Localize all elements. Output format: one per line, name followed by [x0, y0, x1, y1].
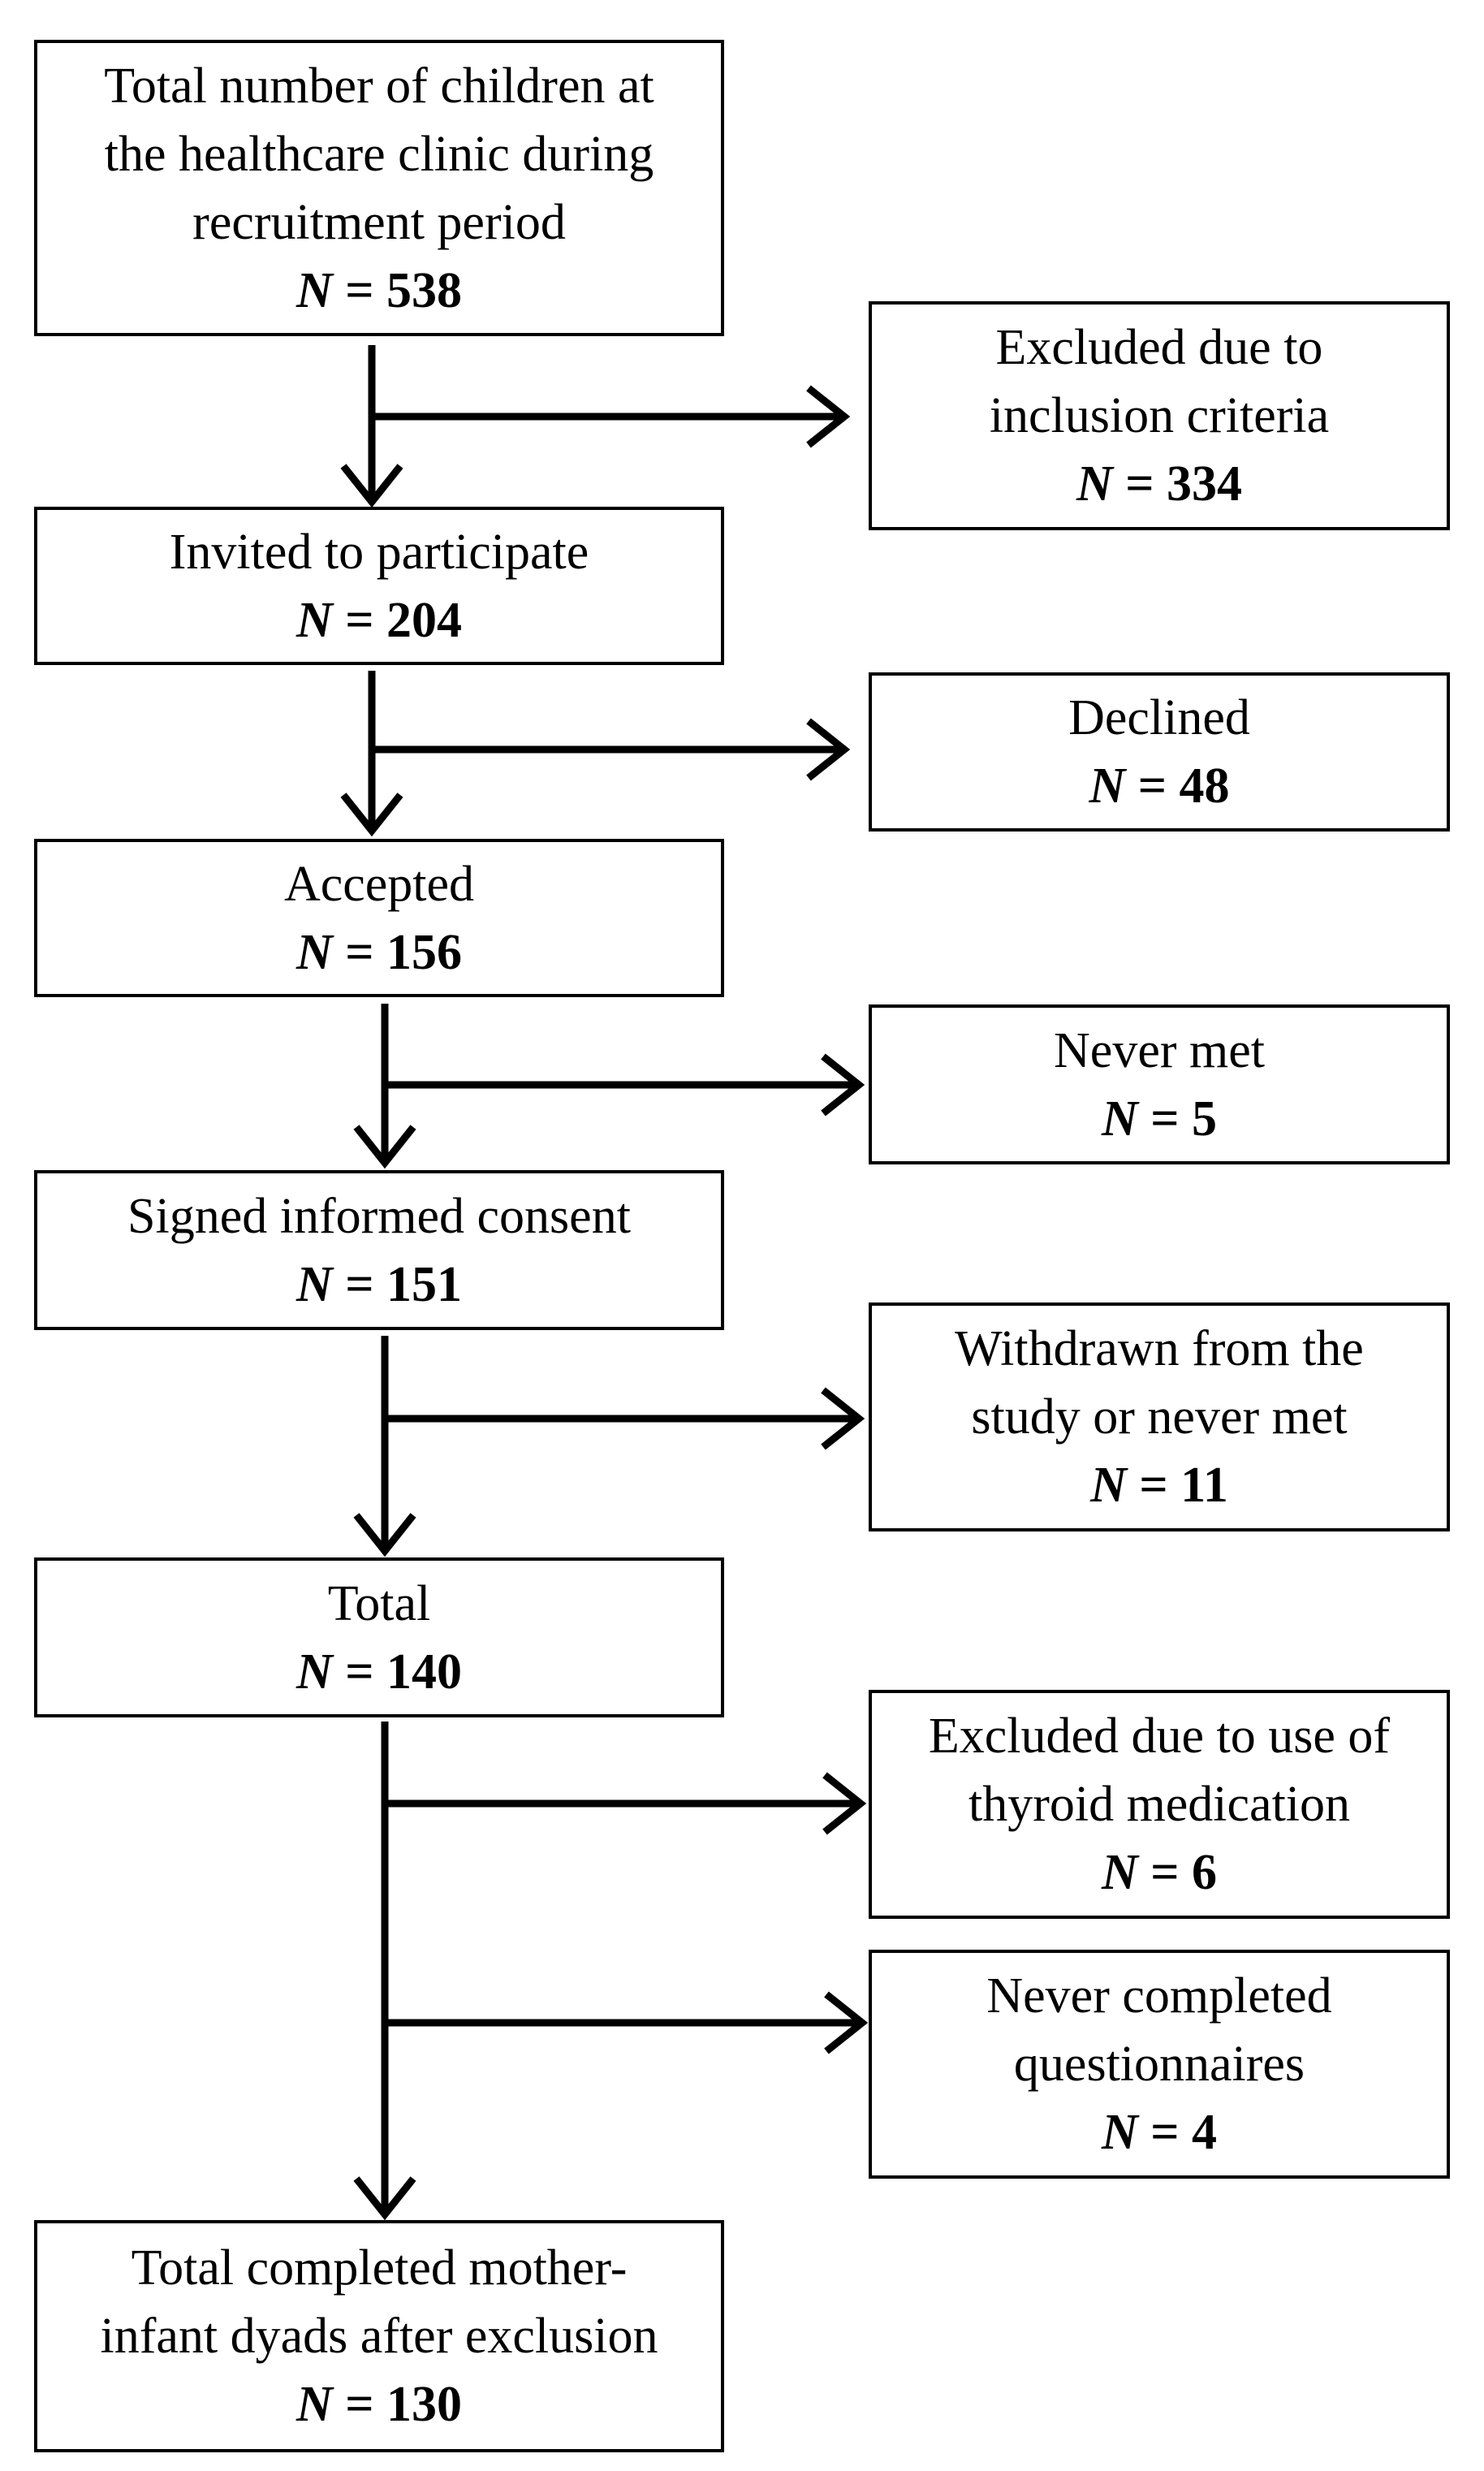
count-symbol: N [296, 262, 333, 318]
arrowhead-main-4 [353, 1125, 416, 1169]
box-excluded-thyroid: Excluded due to use of thyroid medicatio… [869, 1690, 1450, 1919]
box-text-line: Never completed [986, 1968, 1332, 2024]
count-symbol: N [1101, 1845, 1138, 1900]
arrowhead-side-2 [806, 718, 851, 781]
count-symbol: N [1101, 1091, 1138, 1147]
box-text-line: the healthcare clinic during [104, 126, 654, 182]
count-symbol: N [1101, 2105, 1138, 2160]
count-value: = 204 [332, 592, 463, 648]
box-text-line: Excluded due to use of [928, 1709, 1391, 1764]
box-excluded-inclusion: Excluded due to inclusion criteria N = 3… [869, 301, 1450, 530]
box-accepted: Accepted N = 156 [34, 839, 724, 997]
box-total-children: Total number of children at the healthca… [34, 40, 724, 336]
participant-count: N = 140 [296, 1638, 462, 1706]
count-value: = 6 [1137, 1845, 1218, 1900]
count-symbol: N [296, 924, 333, 980]
box-text-line: Total [327, 1575, 431, 1631]
count-value: = 4 [1137, 2105, 1218, 2160]
box-text-line: infant dyads after exclusion [100, 2309, 658, 2364]
count-symbol: N [296, 1256, 333, 1312]
count-value: = 151 [332, 1256, 463, 1312]
box-text-line: recruitment period [192, 194, 566, 250]
participant-count: N = 130 [296, 2370, 462, 2439]
arrowhead-side-3 [821, 1053, 865, 1117]
box-text-line: questionnaires [1013, 2037, 1305, 2092]
box-text-line: Invited to participate [169, 524, 589, 580]
box-text-line: Withdrawn from the [955, 1321, 1364, 1376]
arrowhead-side-5 [822, 1772, 867, 1835]
participant-count: N = 204 [296, 586, 462, 654]
box-declined: Declined N = 48 [869, 672, 1450, 832]
count-value: = 5 [1137, 1091, 1218, 1147]
excluded-count: N = 6 [1102, 1838, 1217, 1907]
box-text-line: Signed informed consent [127, 1188, 631, 1244]
count-value: = 538 [332, 262, 463, 318]
excluded-count: N = 5 [1102, 1085, 1217, 1153]
arrowhead-side-1 [806, 385, 851, 448]
box-text-line: study or never met [971, 1389, 1348, 1445]
arrowhead-main-6 [353, 2176, 416, 2221]
box-text-line: Total completed mother- [131, 2240, 628, 2296]
arrowhead-side-4 [821, 1387, 865, 1450]
box-never-met: Never met N = 5 [869, 1004, 1450, 1164]
box-withdrawn: Withdrawn from the study or never met N … [869, 1302, 1450, 1531]
count-symbol: N [296, 2377, 333, 2432]
participant-count: N = 156 [296, 918, 462, 987]
participant-count: N = 538 [296, 257, 462, 325]
participant-count: N = 151 [296, 1251, 462, 1319]
box-never-completed: Never completed questionnaires N = 4 [869, 1950, 1450, 2179]
count-symbol: N [1076, 456, 1113, 512]
count-symbol: N [296, 1644, 333, 1700]
count-symbol: N [1090, 1458, 1127, 1513]
excluded-count: N = 11 [1090, 1451, 1228, 1519]
arrowhead-main-3 [340, 793, 403, 837]
count-symbol: N [1089, 758, 1126, 814]
box-text-line: Declined [1068, 690, 1250, 745]
count-value: = 11 [1126, 1458, 1228, 1513]
box-text-line: Accepted [283, 856, 475, 912]
count-symbol: N [296, 592, 333, 648]
box-signed-consent: Signed informed consent N = 151 [34, 1170, 724, 1330]
count-value: = 140 [332, 1644, 463, 1700]
box-text-line: thyroid medication [968, 1777, 1351, 1832]
excluded-count: N = 334 [1076, 450, 1242, 518]
arrowhead-main-2 [340, 464, 403, 508]
count-value: = 48 [1125, 758, 1230, 814]
box-total: Total N = 140 [34, 1557, 724, 1717]
arrowhead-main-5 [353, 1513, 416, 1557]
count-value: = 130 [332, 2377, 463, 2432]
count-value: = 156 [332, 924, 463, 980]
box-text-line: Never met [1054, 1022, 1265, 1078]
arrowhead-side-6 [824, 1991, 869, 2054]
excluded-count: N = 4 [1102, 2098, 1217, 2166]
box-final-total: Total completed mother- infant dyads aft… [34, 2220, 724, 2452]
box-invited: Invited to participate N = 204 [34, 507, 724, 665]
excluded-count: N = 48 [1089, 752, 1229, 820]
box-text-line: Total number of children at [104, 58, 654, 114]
box-text-line: Excluded due to [995, 320, 1323, 375]
box-text-line: inclusion criteria [989, 388, 1330, 443]
count-value: = 334 [1112, 456, 1243, 512]
